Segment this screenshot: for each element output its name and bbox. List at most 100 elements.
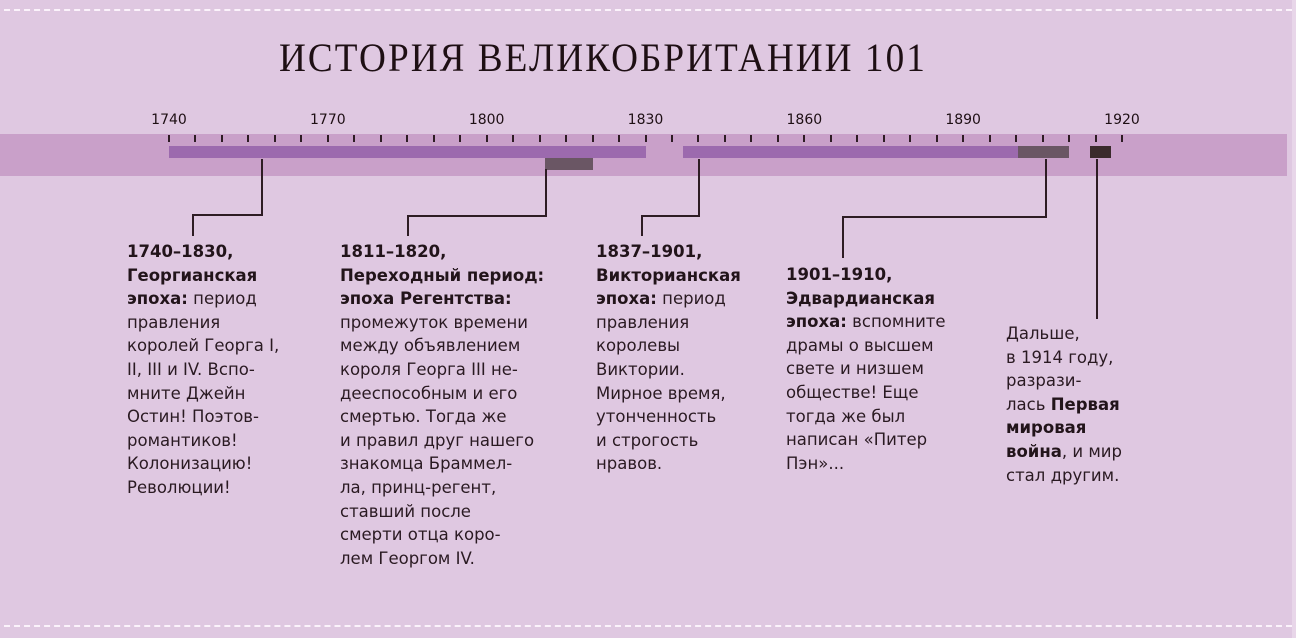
note-line: и строгость [596, 430, 699, 450]
axis-label: 1830 [627, 112, 664, 128]
note-line: Виктории. [596, 359, 685, 379]
axis-tick [882, 135, 885, 142]
note-line: и правил друг нашего [340, 430, 535, 450]
axis-tick [803, 135, 806, 142]
note-line: Эдвардианская [786, 288, 935, 308]
axis-tick [512, 135, 515, 142]
axis-label: 1800 [468, 112, 505, 128]
note-line: эпоха: период [127, 289, 257, 309]
note-line: Георгианская [127, 265, 258, 285]
axis-tick [247, 135, 250, 142]
axis-tick [565, 135, 568, 142]
note-line: Колонизацию! [127, 454, 253, 474]
axis-label: 1920 [1104, 112, 1140, 128]
note-line: 1740–1830, [127, 242, 234, 261]
note-line: смерти отца коро- [340, 525, 501, 545]
note-line: между объявлением [340, 336, 521, 356]
note-line: знакомца Браммел- [340, 454, 513, 474]
axis-tick [326, 135, 329, 142]
note-line: романтиков! [127, 430, 238, 450]
note-line: промежуток времени [340, 312, 528, 332]
note-line: королей Георга I, [127, 336, 280, 356]
note-edwardian-era: 1901–1910, Эдвардианская эпоха: вспомните д… [786, 263, 946, 475]
axis-label: 1860 [786, 112, 823, 128]
note-line: короля Георга III не- [340, 359, 518, 379]
axis-tick [856, 135, 859, 142]
axis-tick [909, 135, 912, 142]
note-line: эпоха: вспомните [786, 312, 946, 332]
note-line: лась Первая [1006, 394, 1120, 414]
axis-tick [194, 135, 197, 142]
note-line: 1837–1901, [596, 242, 703, 261]
timeline-bar-3 [1018, 146, 1070, 158]
note-line: свете и низшем [786, 359, 924, 379]
note-line: эпоха: период [596, 289, 726, 309]
note-line: Мирное время, [596, 383, 726, 403]
note-line: Дальше, [1006, 324, 1080, 343]
axis-label: 1740 [151, 112, 187, 128]
axis-tick [1121, 135, 1123, 142]
note-line: мировая [1006, 418, 1087, 438]
axis-tick [1015, 135, 1018, 142]
note-line: 1811–1820, [340, 242, 447, 261]
axis-tick [220, 135, 223, 142]
axis-tick [988, 135, 991, 142]
note-line: ставший после [340, 501, 471, 521]
note-line: Пэн»... [786, 453, 845, 473]
timeline-bar-0 [169, 146, 646, 158]
timeline-bar-1 [544, 158, 593, 170]
axis-tick [538, 135, 541, 142]
axis-tick [300, 135, 303, 142]
axis-tick [618, 135, 621, 142]
note-line: 1901–1910, [786, 265, 893, 284]
axis-tick [485, 135, 488, 142]
note-line: драмы о высшем [786, 335, 934, 355]
timeline-bar-2 [682, 146, 1022, 158]
axis-tick [697, 135, 700, 142]
axis-tick [432, 135, 435, 142]
axis-tick [1068, 135, 1071, 142]
note-line: Революции! [127, 477, 231, 497]
note-line: Остин! Поэтов- [127, 407, 259, 427]
note-line: смертью. Тогда же [340, 407, 507, 427]
note-line: тогда же был [786, 406, 906, 426]
note-victorian-era: 1837–1901, Викторианская эпоха: период прав… [596, 240, 741, 476]
note-line: правления [596, 312, 690, 332]
axis-tick [379, 135, 382, 142]
axis-tick [776, 135, 779, 142]
note-line: лем Георгом IV. [340, 548, 475, 568]
note-line: в 1914 году, [1006, 347, 1114, 367]
axis-tick [670, 135, 673, 142]
axis-tick [168, 135, 170, 142]
card-edge [1292, 0, 1296, 638]
note-line: стал другим. [1006, 465, 1120, 485]
note-line: дееспособным и его [340, 383, 518, 403]
axis-tick [406, 135, 409, 142]
axis-tick [459, 135, 462, 142]
top-stitch-border [4, 9, 1292, 11]
note-world-war-one: Дальше, в 1914 году, разрази-лась Первая ми… [1006, 322, 1122, 487]
axis-label: 1770 [310, 112, 346, 128]
axis-tick [1041, 135, 1044, 142]
axis-tick [750, 135, 753, 142]
note-line: эпоха Регентства: [340, 289, 512, 309]
note-line: утонченность [596, 407, 717, 427]
note-line: обществе! Еще [786, 382, 919, 402]
axis-tick [644, 135, 647, 142]
note-line: Переходный период: [340, 265, 545, 285]
note-line: Викторианская [596, 265, 741, 285]
note-line: королевы [596, 336, 681, 356]
axis-tick [935, 135, 938, 142]
axis-tick [962, 135, 965, 142]
axis-tick [829, 135, 832, 142]
note-line: нравов. [596, 454, 663, 474]
axis-tick [273, 135, 276, 142]
note-line: война, и мир [1006, 441, 1122, 461]
page-title: ИСТОРИЯ ВЕЛИКОБРИТАНИИ 101 [279, 35, 927, 80]
note-regency-era: 1811–1820, Переходный период: эпоха Регент… [340, 240, 544, 570]
note-line: разрази- [1006, 371, 1082, 391]
axis-tick [723, 135, 726, 142]
note-line: II, III и IV. Вспо- [127, 359, 255, 379]
note-line: мните Джейн [127, 383, 246, 403]
